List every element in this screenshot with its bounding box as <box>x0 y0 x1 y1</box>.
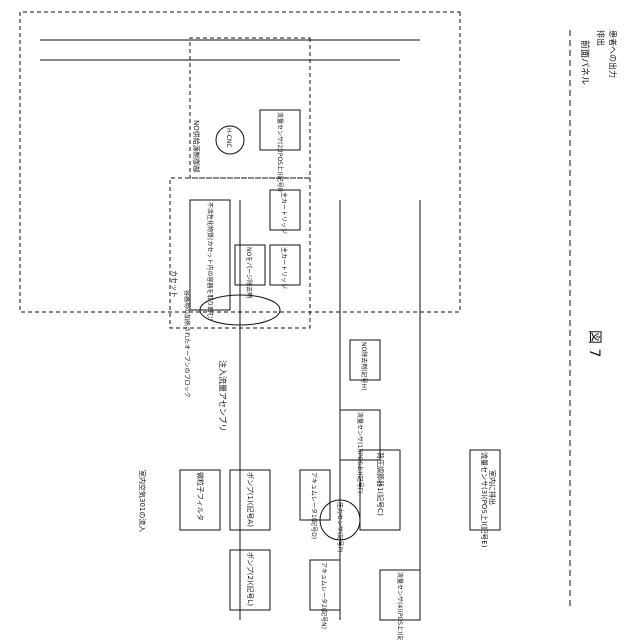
accumulator-2-label: アキュムレータ2(記号N) <box>320 562 328 629</box>
figure-title: 図 7 <box>586 330 602 357</box>
main-cartridge-2-label: 主カートリッジ <box>280 247 288 289</box>
output-patient-label: 患者への出力 <box>608 30 618 78</box>
pump-2-label: ポンプ(2)(記号L) <box>246 552 255 606</box>
no-purge-label: NOをパージ除去剤 <box>245 247 253 298</box>
hc-label: H-CNC <box>225 128 232 148</box>
accumulator-1-label: アキュムレータ1(記号D) <box>310 472 318 539</box>
section-injection-label: 注入流量アセンブリ <box>218 360 228 432</box>
no-remover-label: NO除去剤(記号H) <box>360 342 368 390</box>
flow-sensor-1-label: 流量センサ(1)(POS上)(記号F) <box>356 412 364 493</box>
no-supply-region <box>190 38 310 178</box>
flow-sensor-3-label: 流量センサ(3)(POS上)(記号E) <box>480 452 489 548</box>
section-cassette-label: カセット <box>170 270 178 298</box>
flow-sensor-4-label: 流量センサ(4)(POS上)(記号O) <box>396 572 404 640</box>
section-room-in-label: 室内空気301の流入 <box>138 470 147 532</box>
pump-1-label: ポンプ(1)(記号A) <box>246 472 255 527</box>
main-cartridge-1-label: 主カートリッジ <box>280 192 288 234</box>
section-no-supply-label: NO供給源制御部 <box>192 120 201 173</box>
back-regulator-1-label: 背圧調節器1(記号C) <box>376 452 385 516</box>
flow-path-main <box>40 40 420 620</box>
output-exhaust-label: 排出 <box>596 30 606 46</box>
front-panel-label: 前面パネル <box>579 40 591 85</box>
particle-filter-label: 微粒子フィルタ <box>196 472 205 521</box>
inactivation-label: 不活性化物質(カセット内の容器を取り囲む) <box>206 202 214 321</box>
oven-block-label: 容器用の加熱されたオーブンのブロック <box>183 290 191 398</box>
section-room-out-label: 室内に排出 <box>488 470 497 505</box>
flow-sensor-2-label: 流量センサ(2)(POS上)(記号I) <box>276 112 284 192</box>
